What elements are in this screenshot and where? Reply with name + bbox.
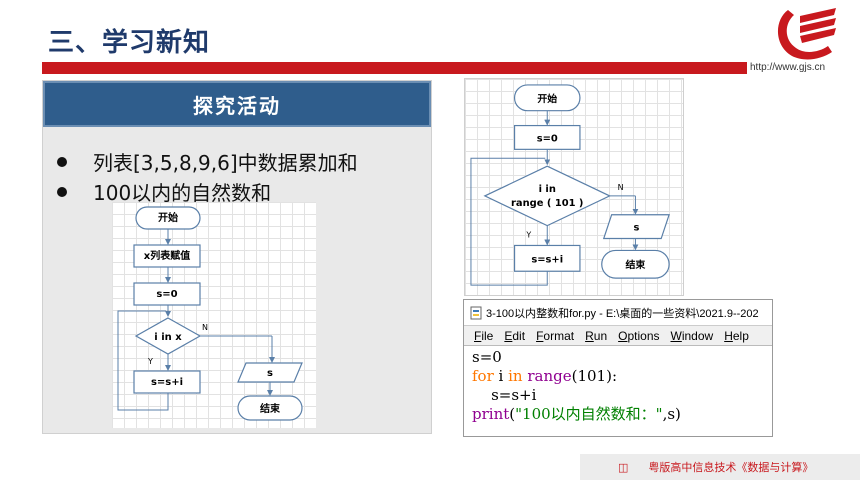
init-label: s=0: [537, 133, 558, 144]
body-node: [513, 244, 581, 272]
code-text: s=0: [472, 348, 502, 366]
assign-label: x列表赋值: [144, 249, 190, 262]
yes-label: Y: [525, 231, 531, 240]
code-line: s=0: [472, 348, 764, 367]
output-node: [237, 362, 303, 383]
body-label: s=s+i: [531, 254, 563, 265]
code-text: i: [493, 367, 509, 385]
keyword-for: for: [472, 367, 494, 385]
menu-file[interactable]: File: [474, 328, 494, 343]
panel-heading-text: 探究活动: [193, 93, 281, 118]
print-icon: ◫: [618, 460, 629, 474]
code-text: ,s): [662, 405, 681, 423]
menu-run[interactable]: Run: [585, 328, 608, 343]
code-text: (: [509, 405, 516, 423]
end-label: 结束: [260, 402, 281, 415]
output-label: s: [633, 223, 639, 234]
site-url: http://www.gjs.cn: [750, 62, 826, 73]
start-label: 开始: [158, 211, 178, 224]
condition-label-2: range ( 101 ): [511, 198, 583, 209]
menu-help[interactable]: Help: [724, 328, 749, 343]
end-node: [601, 249, 670, 279]
code-text: s=s+i: [472, 386, 537, 404]
footer-text: 粤版高中信息技术《数据与计算》: [648, 461, 814, 474]
builtin-print: print: [472, 405, 510, 423]
output-node: [602, 214, 670, 240]
menu-format[interactable]: Format: [536, 328, 575, 343]
body-node: [133, 370, 201, 394]
end-label: 结束: [626, 258, 646, 271]
bullet-item: 列表[3,5,8,9,6]中数据累加和: [57, 147, 358, 176]
string-literal: "100以内自然数和：": [515, 405, 663, 423]
code-text: (101):: [571, 367, 617, 385]
start-label: 开始: [537, 92, 557, 105]
footer-bar: ◫ 粤版高中信息技术《数据与计算》: [580, 454, 860, 480]
flowchart-range-sum: 开始 s=0 i in range ( 101 ) N Y s=s+i s 结束: [464, 78, 684, 296]
bullet-text: 100以内的自然数和: [93, 181, 272, 205]
menu-window[interactable]: Window: [670, 328, 714, 343]
bullet-text: 列表[3,5,8,9,6]中数据累加和: [93, 151, 358, 175]
builtin-range: range: [522, 367, 572, 385]
init-node: [133, 282, 201, 306]
no-label: N: [202, 323, 208, 332]
end-node: [237, 395, 303, 421]
menu-edit[interactable]: Edit: [504, 328, 526, 343]
python-file-icon: [470, 306, 482, 319]
keyword-in: in: [508, 367, 523, 385]
body-label: s=s+i: [151, 377, 183, 388]
condition-node: [483, 165, 612, 227]
header-divider: [42, 62, 747, 74]
start-node: [513, 84, 581, 112]
assign-node: [133, 244, 201, 268]
init-label: s=0: [156, 289, 177, 300]
code-line: print("100以内自然数和：",s): [472, 405, 764, 424]
menu-options[interactable]: Options: [618, 328, 660, 343]
page-title: 三、学习新知: [48, 28, 211, 58]
bullet-dot-icon: [57, 187, 67, 197]
yes-label: Y: [147, 357, 153, 366]
condition-label-1: i in: [539, 184, 556, 195]
output-label: s: [267, 368, 273, 379]
editor-menubar: File Edit Format Run Options Window Help: [464, 326, 772, 346]
python-editor-window: 3-100以内整数和for.py - E:\桌面的一些资料\2021.9--20…: [463, 299, 773, 437]
no-label: N: [618, 183, 624, 192]
code-line: s=s+i: [472, 386, 764, 405]
bullet-dot-icon: [57, 157, 67, 167]
flowchart-list-sum: 开始 x列表赋值 s=0 i in x N Y s=s+i s 结束: [112, 202, 316, 428]
condition-label: i in x: [154, 332, 182, 343]
code-line: for i in range(101):: [472, 367, 764, 386]
init-node: [513, 124, 581, 150]
panel-heading: 探究活动: [43, 81, 431, 127]
editor-titlebar: 3-100以内整数和for.py - E:\桌面的一些资料\2021.9--20…: [464, 300, 772, 326]
bullet-item: 100以内的自然数和: [57, 177, 271, 206]
logo-icon: [777, 8, 836, 60]
editor-title: 3-100以内整数和for.py - E:\桌面的一些资料\2021.9--20…: [486, 307, 759, 320]
